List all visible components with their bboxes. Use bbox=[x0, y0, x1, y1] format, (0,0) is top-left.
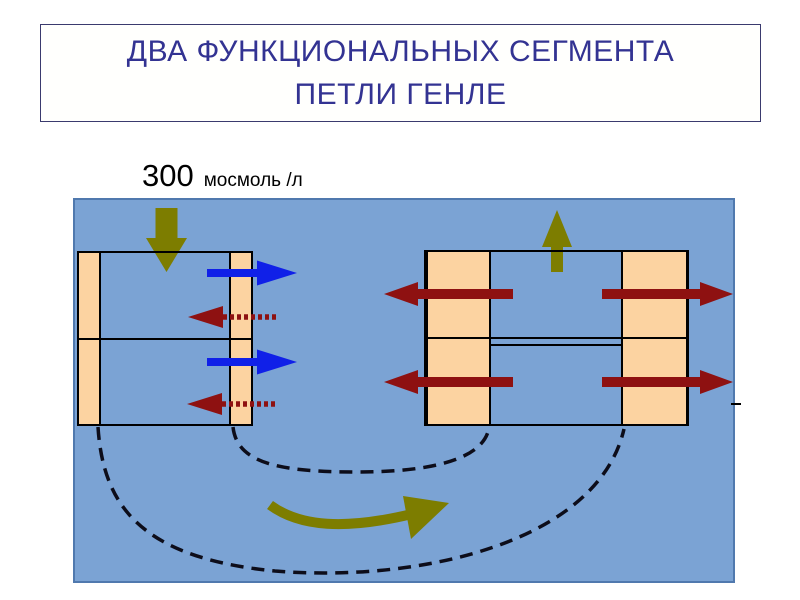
red-arrow-head-icon bbox=[700, 282, 733, 306]
descending-row-bottom-outline bbox=[77, 338, 253, 426]
red-arrow-shaft bbox=[602, 289, 700, 299]
flow-direction-curved-arrow bbox=[267, 496, 449, 539]
red-arrow-shaft bbox=[418, 289, 513, 299]
red-arrow-head-icon bbox=[187, 393, 222, 415]
red-arrow-shaft bbox=[602, 377, 700, 387]
descending-left-wall-cell-top bbox=[77, 251, 101, 340]
red-arrow-head-icon bbox=[384, 370, 418, 394]
red-arrow-head-icon bbox=[384, 282, 418, 306]
blue-arrow-head-icon bbox=[257, 260, 297, 286]
title-box: ДВА ФУНКЦИОНАЛЬНЫХ СЕГМЕНТА ПЕТЛИ ГЕНЛЕ bbox=[40, 24, 761, 122]
curved-arrow-head-icon bbox=[403, 496, 449, 539]
solute-efflux-arrow-left-bottom bbox=[384, 370, 513, 394]
osmolarity-unit: мосмоль /л bbox=[203, 170, 303, 191]
descending-right-wall-cell-top bbox=[229, 251, 253, 340]
blue-arrow-shaft bbox=[207, 269, 260, 277]
inner-loop-dashed-curve bbox=[231, 426, 491, 474]
osmolarity-label: 300 мосмоль /л bbox=[142, 158, 303, 194]
solute-efflux-arrow-right-bottom bbox=[602, 370, 733, 394]
blue-arrow-head-icon bbox=[257, 349, 297, 375]
title-line-1: ДВА ФУНКЦИОНАЛЬНЫХ СЕГМЕНТА bbox=[126, 35, 675, 68]
solute-entry-arrow-top bbox=[188, 306, 276, 328]
water-efflux-arrow-bottom bbox=[207, 349, 297, 375]
solute-efflux-arrow-right-top bbox=[602, 282, 733, 306]
red-arrow-head-icon bbox=[188, 306, 223, 328]
solute-efflux-arrow-left-top bbox=[384, 282, 513, 306]
curved-arrow-shaft bbox=[267, 500, 414, 530]
up-flow-arrow-icon bbox=[542, 210, 572, 272]
title-line-2: ПЕТЛИ ГЕНЛЕ bbox=[294, 78, 507, 111]
osmolarity-value: 300 bbox=[142, 158, 194, 193]
blue-arrow-shaft bbox=[207, 358, 260, 366]
down-flow-arrow-icon bbox=[146, 208, 187, 272]
water-efflux-arrow-top bbox=[207, 260, 297, 286]
descending-right-wall-cell-bottom bbox=[229, 338, 253, 426]
descending-left-wall-cell-bottom bbox=[77, 338, 101, 426]
red-arrow-shaft bbox=[418, 377, 513, 387]
solute-entry-arrow-bottom bbox=[187, 393, 275, 415]
red-arrow-head-icon bbox=[700, 370, 733, 394]
outer-loop-dashed-curve bbox=[96, 426, 626, 575]
